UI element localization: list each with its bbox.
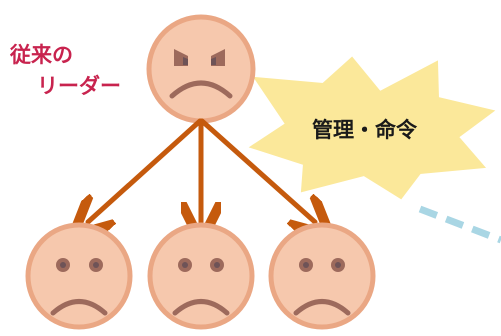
leader-label-line-1: 従来の: [10, 43, 73, 67]
sad-face-icon-center: [147, 222, 255, 330]
sad-face-icon-left: [25, 222, 133, 330]
arrow-right: [199, 118, 315, 222]
sad-face-icon-right: [268, 222, 376, 330]
leader-label-line-2: リーダー: [37, 74, 121, 98]
angry-face-icon: [146, 14, 256, 124]
arrow-left: [88, 118, 203, 222]
speech-burst-icon: [248, 56, 496, 200]
management-command-label: 管理・命令: [312, 118, 417, 142]
dashed-connector-line: [418, 205, 501, 244]
leader-label: 従来の リーダー: [10, 40, 145, 102]
